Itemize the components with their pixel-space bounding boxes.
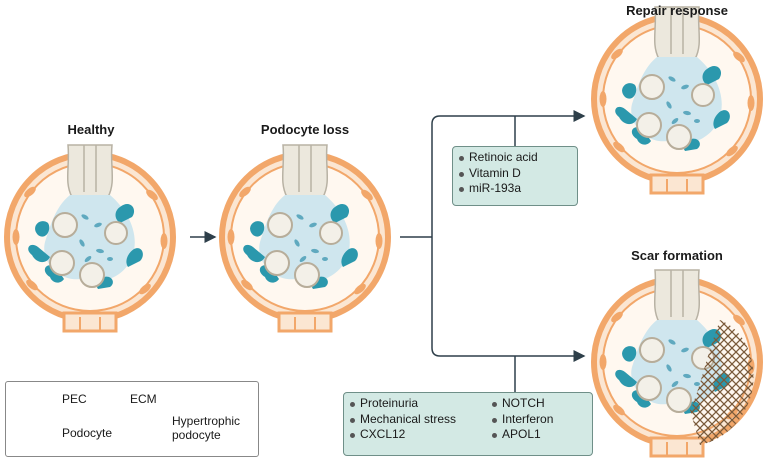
legend: [5, 381, 259, 457]
repair-factor: miR-193a: [457, 181, 573, 197]
legend-ecm-label: ECM: [130, 392, 157, 406]
arrow-to-scar: [431, 237, 586, 362]
arrow-to-repair: [431, 110, 586, 237]
repair-factor: Retinoic acid: [457, 150, 573, 166]
repair-factors-box: Retinoic acid Vitamin D miR-193a: [452, 146, 578, 206]
scar-factor: NOTCH: [490, 396, 553, 412]
repair-factor: Vitamin D: [457, 166, 573, 182]
healthy-title: Healthy: [67, 122, 115, 137]
legend-podocyte-label: Podocyte: [62, 426, 113, 440]
podocyte-loss-title: Podocyte loss: [260, 122, 350, 137]
scar-factor: CXCL12: [348, 427, 456, 443]
legend-hypertrophic-line1: Hypertrophic: [172, 414, 241, 428]
legend-pec-label: PEC: [62, 392, 87, 406]
scar-formation-title: Scar formation: [631, 248, 723, 263]
repair-response-title: Repair response: [626, 3, 728, 18]
healthy-glomerulus: [7, 145, 173, 331]
scar-factors-box: Proteinuria Mechanical stress CXCL12 NOT…: [343, 392, 593, 456]
legend-hypertrophic-label: Hypertrophic podocyte: [172, 414, 240, 442]
scar-factor: APOL1: [490, 427, 553, 443]
repair-glomerulus: [594, 7, 760, 193]
podocyte-loss-glomerulus: [222, 145, 388, 331]
scar-factor: Mechanical stress: [348, 412, 456, 428]
scar-factor: Proteinuria: [348, 396, 456, 412]
scar-factor: Interferon: [490, 412, 553, 428]
legend-hypertrophic-line2: podocyte: [172, 428, 221, 442]
ecm-scar-region: [690, 320, 754, 445]
